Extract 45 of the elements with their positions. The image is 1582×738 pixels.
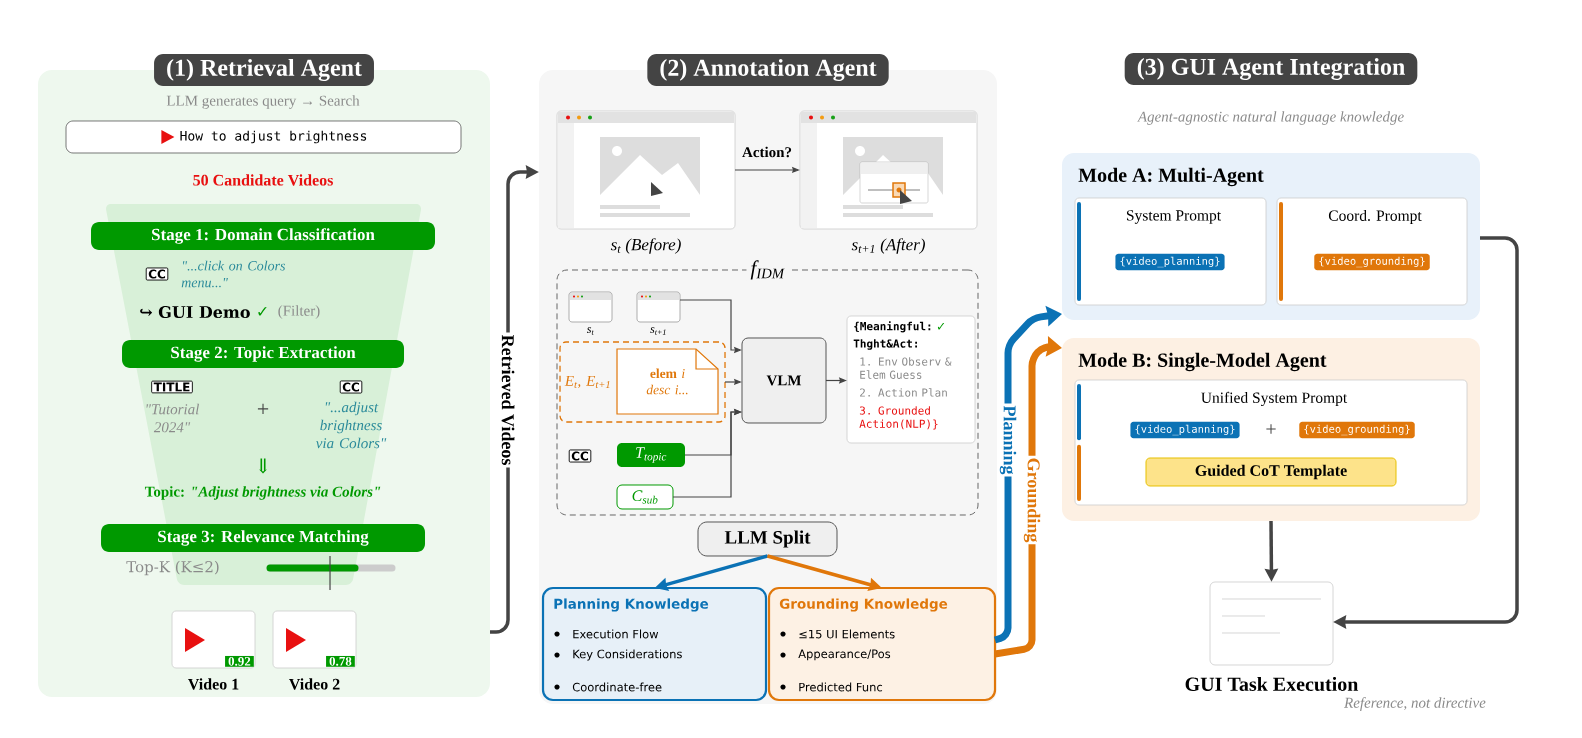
process-box: VLM [741,337,827,424]
result-text: ↪ GUI Demo [140,305,250,319]
caption-text: Top-K (K≤2) [126,560,219,576]
plus-sign: + [1266,424,1276,434]
edge-label: Retrieved Videos [499,332,517,468]
output-box: {Meaningful: ✓ Thght&Act: 1. Env Observ & Elem Guess 2. Action Plan 3. Grounded Action(NLP)} [846,315,976,444]
subtitle-text: Agent-agnostic natural language knowledge [1137,111,1404,125]
video-thumbnail: 0.78 [272,610,357,669]
stage-pill: Stage 2: Topic Extraction [122,340,404,368]
process-box: LLM Split [697,521,838,557]
arrow-symbol: ⇓ [258,458,268,474]
video-thumbnail: 0.92 [171,610,256,669]
plus-sign: + [257,403,269,415]
heading-badge: (2) Annotation Agent [647,54,889,86]
heading-badge: (3) GUI Agent Integration [1124,53,1418,85]
heading-badge: (1) Retrieval Agent [154,54,374,86]
heading-text: 50 Candidate Videos [193,174,333,186]
check-mark: ✓ [258,306,267,316]
note-text: Reference, not directive [1344,697,1486,711]
source-tag: CC [339,380,363,394]
screenshot-caption: s$_{t+1}$ (After) [851,238,925,254]
state-label: s$_{t}$ [586,327,594,335]
state-label: s$_{t+1}$ [650,327,666,335]
edge-label: Planning [997,403,1019,477]
caption-text: GUI Task Execution [1185,676,1359,692]
quote-text: "...adjust brightness via Colors" [316,401,387,449]
stage-pill: Stage 3: Relevance Matching [101,524,425,552]
video-caption: Video 1 [188,678,239,690]
video-caption: Video 2 [289,678,340,690]
search-bar: How to adjust brightness [65,120,462,154]
knowledge-box: Grounding Knowledge ≤15 UI Elements Appearance/Pos Predicted Func [767,586,997,702]
template-tag: Guided CoT Template [1145,457,1397,487]
source-tag: CC [145,267,169,281]
screenshot-caption: s$_{t}$ (Before) [610,238,681,254]
quote-text: "Tutorial 2024" [146,403,199,433]
note-text: (Filter) [278,305,320,319]
source-tag: TITLE [151,380,193,394]
knowledge-box: Planning Knowledge Execution Flow Key Considerations Coordinate-free [541,586,768,702]
variable-pill: T$_{topic}$ [617,443,685,467]
topic-text: Topic: "Adjust brightness via Colors" [144,486,381,500]
source-tag: CC [568,449,592,463]
edge-label: Grounding [1021,455,1043,545]
variable-pill: C$_{sub}$ [616,484,674,510]
quote-text: "...click on Colors menu..." [181,260,286,288]
stage-pill: Stage 1: Domain Classification [91,222,435,250]
